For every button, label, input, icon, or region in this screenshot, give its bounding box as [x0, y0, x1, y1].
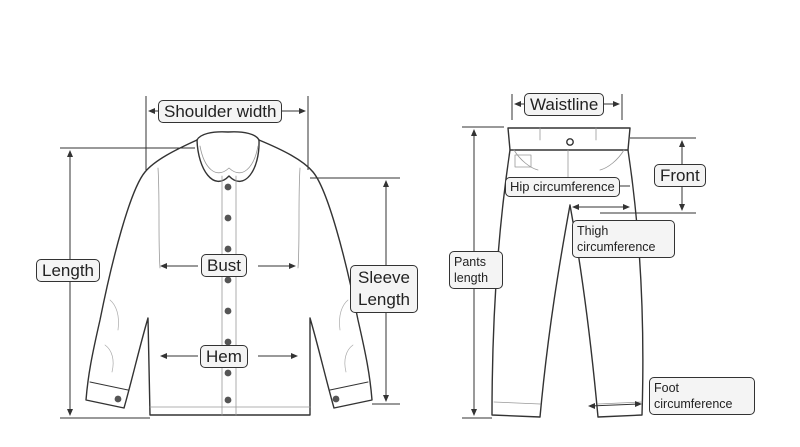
hip-circumference-label: Hip circumference — [505, 177, 620, 197]
waistline-label: Waistline — [524, 93, 605, 116]
sleeve-length-label-line1: Sleeve — [358, 268, 410, 287]
pants-length-label: Pants length — [449, 251, 503, 289]
thigh-circumference-label-line1: Thigh — [577, 224, 609, 238]
sleeve-length-label-line2: Length — [358, 290, 410, 309]
thigh-circumference-label: Thigh circumference — [572, 220, 675, 258]
bust-label: Bust — [201, 254, 248, 277]
pants-button — [566, 138, 574, 146]
thigh-circumference-label-line2: circumference — [577, 240, 656, 254]
foot-circumference-label-line2: circumference — [654, 397, 733, 411]
hem-label: Hem — [200, 345, 248, 368]
shirt-buttons — [114, 183, 340, 404]
foot-circumference-label: Foot circumference — [649, 377, 755, 415]
pants-length-label-line1: Pants — [454, 255, 486, 269]
shoulder-width-label: Shoulder width — [158, 100, 283, 123]
pants-illustration — [491, 127, 644, 418]
foot-circumference-label-line1: Foot — [654, 381, 680, 395]
front-label: Front — [654, 164, 706, 187]
sleeve-length-label: Sleeve Length — [350, 265, 418, 313]
length-label: Length — [36, 259, 100, 282]
pants-length-label-line2: length — [454, 271, 489, 285]
shirt-illustration — [85, 131, 373, 416]
